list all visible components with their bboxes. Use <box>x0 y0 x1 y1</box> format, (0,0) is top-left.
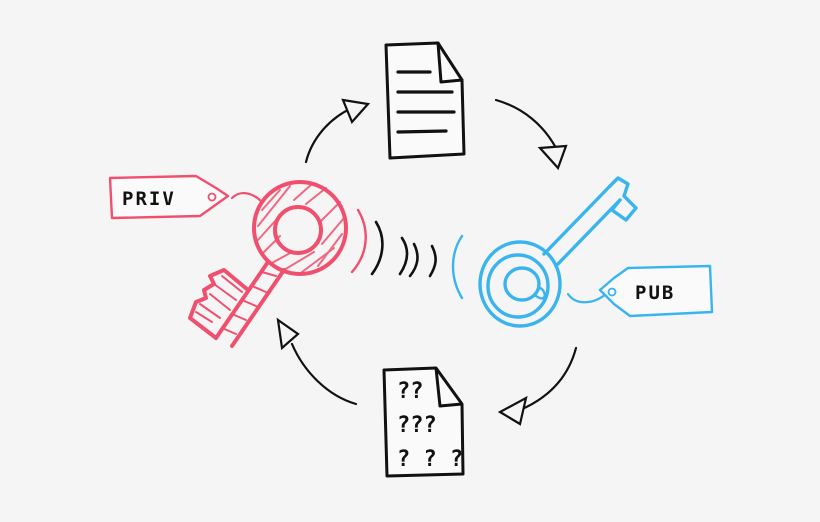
key-exchange-signal <box>350 208 464 300</box>
encrypted-row-3: ? ? ? <box>397 447 463 472</box>
public-key-tag: PUB <box>598 264 714 318</box>
public-key-bow-inner <box>503 266 541 302</box>
arrowhead-doc-to-pub <box>537 144 568 171</box>
private-key-tag: PRIV <box>108 174 230 220</box>
private-key-bit <box>188 268 250 340</box>
public-key-tag-hole <box>607 287 617 297</box>
private-key-bow-hatching <box>257 183 345 273</box>
private-key-tag-label: PRIV <box>122 188 176 210</box>
encrypted-document-icon: ?? ??? ? ? ? <box>382 366 465 478</box>
public-key-bow-outer <box>478 240 562 328</box>
public-key-tag-string <box>566 292 608 304</box>
private-key-bow-inner <box>273 205 323 255</box>
document-text-lines <box>396 70 456 134</box>
public-key-bit <box>608 176 638 222</box>
arrow-pub-to-enc <box>518 346 578 412</box>
private-key-shaft-hatching <box>221 271 277 335</box>
signal-arc-pink <box>350 208 367 274</box>
arrow-priv-to-doc <box>304 106 354 164</box>
public-key-tag-outline <box>598 264 714 318</box>
encrypted-row-1: ?? <box>397 379 424 404</box>
document-icon <box>384 41 466 160</box>
public-key-bow-middle <box>486 253 550 319</box>
arrowhead-pub-to-enc <box>497 395 528 426</box>
public-key-shaft <box>542 184 622 268</box>
cycle-arrows <box>276 98 578 426</box>
arrow-doc-to-pub <box>494 98 558 150</box>
public-key-tag-label: PUB <box>635 282 675 304</box>
document-page <box>384 41 466 160</box>
arrowhead-enc-to-priv <box>276 317 300 351</box>
encrypted-document-fold <box>434 367 463 408</box>
private-key-bow-outer <box>252 180 348 276</box>
document-fold <box>436 41 464 84</box>
private-key-tag-outline <box>108 174 230 220</box>
encrypted-row-2: ??? <box>397 413 437 438</box>
private-key-icon <box>188 180 348 348</box>
arrow-enc-to-priv <box>290 342 358 406</box>
public-key-bow-scribble <box>534 286 546 300</box>
private-key-tag-hole <box>207 192 217 202</box>
public-key-icon <box>478 176 638 328</box>
private-key-tag-string <box>230 192 264 204</box>
signal-arcs-black <box>370 220 437 278</box>
encrypted-document-page <box>382 366 465 478</box>
arrowhead-priv-to-doc <box>341 98 371 125</box>
private-key-bit-hatching <box>195 275 243 323</box>
signal-arc-blue <box>451 234 464 300</box>
